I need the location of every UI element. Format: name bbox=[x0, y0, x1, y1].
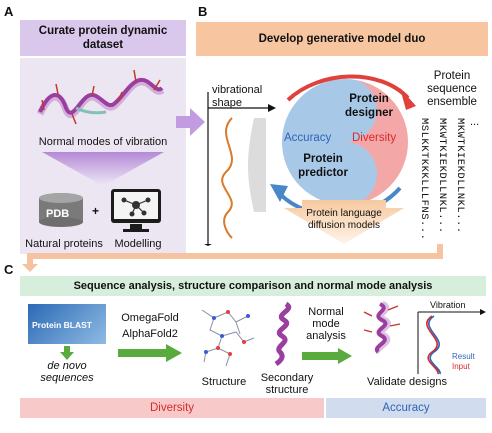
normal-modes-illustration bbox=[36, 69, 165, 125]
normal-mode-arrow bbox=[302, 348, 352, 364]
accuracy-label: Accuracy bbox=[284, 132, 332, 144]
vibration-comparison-plot bbox=[417, 309, 486, 375]
panel-a-header bbox=[20, 20, 186, 56]
sequence-1: MSLKKTKKKLLLFNS... bbox=[418, 118, 430, 241]
funnel-shape bbox=[42, 152, 164, 186]
omegafold-label: OmegaFold bbox=[121, 312, 179, 324]
arrow-b-to-c bbox=[22, 244, 443, 272]
input-legend-label: Input bbox=[452, 362, 470, 371]
structure-model-image bbox=[201, 309, 255, 367]
vibration-axes bbox=[204, 92, 276, 246]
sequence-2: MKWTKIEKDLLNKL... bbox=[436, 118, 448, 234]
vibration-axis-label: Vibration bbox=[430, 300, 466, 310]
secondary-structure-image bbox=[274, 302, 291, 366]
fold-arrow bbox=[118, 344, 182, 362]
language-models-arrow bbox=[284, 200, 404, 244]
de-novo-label: de novo sequences bbox=[40, 360, 94, 384]
diversity-bar-label: Diversity bbox=[149, 402, 195, 414]
normal-modes-label: Normal modes of vibration bbox=[38, 136, 168, 148]
validate-label: Validate designs bbox=[367, 376, 447, 388]
sequence-3: MKWTKIEKDLLNKL... bbox=[454, 118, 466, 234]
model-duo-circle bbox=[280, 77, 410, 207]
panel-b-header bbox=[196, 22, 488, 56]
diversity-label: Diversity bbox=[352, 132, 397, 144]
accuracy-bar bbox=[326, 398, 486, 418]
diversity-bar bbox=[20, 398, 324, 418]
result-legend-label: Result bbox=[452, 352, 475, 361]
language-models-label: Protein language diffusion models bbox=[306, 208, 382, 231]
panel-b-letter: B bbox=[198, 4, 208, 19]
panel-a-title: Curate protein dynamic dataset bbox=[38, 25, 168, 51]
panel-b-title: Develop generative model duo bbox=[258, 33, 426, 45]
monitor-icon bbox=[111, 189, 161, 232]
natural-proteins-label: Natural proteins bbox=[25, 238, 103, 250]
panel-c-header bbox=[20, 276, 486, 296]
protein-designer-label: Protein designer bbox=[345, 93, 393, 119]
ensemble-ellipsis: ... bbox=[470, 116, 480, 128]
structure-label: Structure bbox=[201, 376, 247, 388]
database-icon bbox=[39, 193, 83, 227]
alphafold-label: AlphaFold2 bbox=[122, 328, 178, 340]
modelling-label: Modelling bbox=[114, 238, 162, 250]
panel-c-title: Sequence analysis, structure comparison … bbox=[73, 280, 433, 292]
validated-helix-image bbox=[363, 300, 401, 355]
arrow-a-to-b bbox=[176, 108, 205, 136]
panel-a-letter: A bbox=[4, 4, 14, 19]
protein-blast-label: Protein BLAST bbox=[32, 320, 92, 330]
pdb-label: PDB bbox=[46, 208, 70, 220]
secondary-structure-label: Secondary structure bbox=[260, 372, 314, 396]
ensemble-label: Protein sequence ensemble bbox=[427, 70, 477, 108]
panel-c-letter: C bbox=[4, 262, 14, 277]
accuracy-bar-label: Accuracy bbox=[382, 402, 430, 414]
plus-sign: + bbox=[92, 204, 100, 218]
normal-mode-label: Normal mode analysis bbox=[306, 306, 346, 342]
vibrational-shape-label: vibrational shape bbox=[212, 84, 263, 109]
blast-down-arrow bbox=[60, 346, 74, 360]
protein-blast-image bbox=[28, 304, 106, 344]
protein-predictor-label: Protein predictor bbox=[298, 153, 348, 179]
